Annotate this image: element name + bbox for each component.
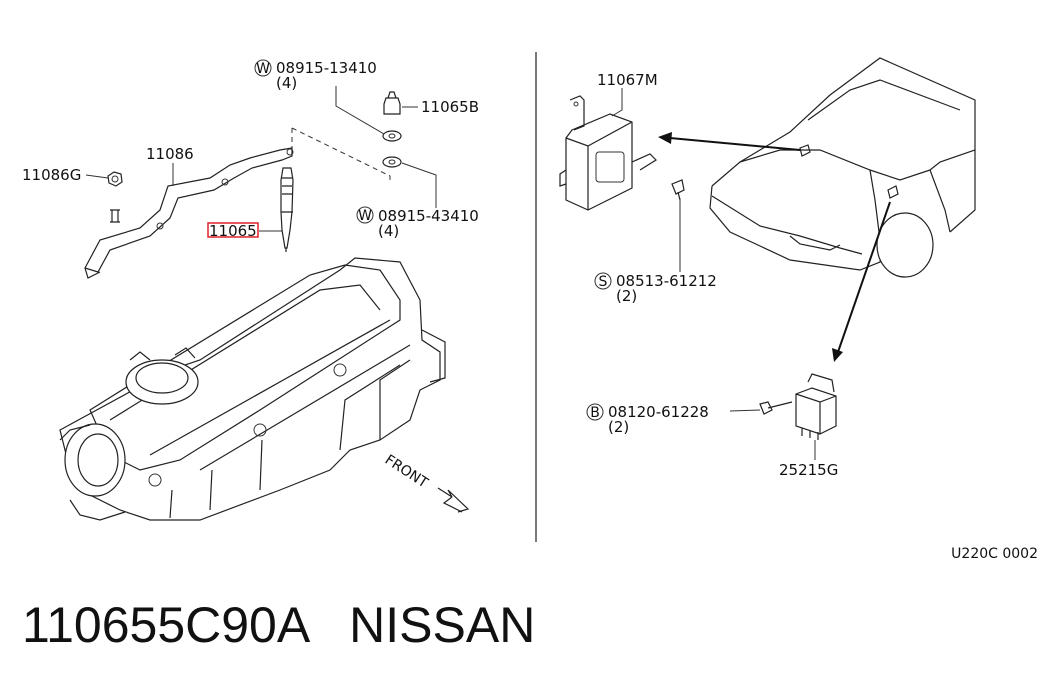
parts-diagram: W 08915-13410 (4) 11065B 11086 11086G 11… bbox=[22, 52, 1038, 560]
engine-valve-cover bbox=[59, 257, 446, 521]
svg-text:(4): (4) bbox=[276, 74, 297, 92]
washer-bottom bbox=[382, 156, 402, 168]
label-11067m: 11067M bbox=[597, 71, 658, 89]
svg-text:S: S bbox=[599, 274, 608, 290]
svg-text:B: B bbox=[590, 405, 600, 421]
label-11065b: 11065B bbox=[421, 98, 479, 116]
leader-11086g bbox=[85, 174, 109, 179]
svg-text:W: W bbox=[256, 61, 270, 77]
leader-washer-bottom bbox=[401, 162, 437, 208]
svg-text:08915-43410: 08915-43410 bbox=[378, 207, 479, 225]
label-11086: 11086 bbox=[146, 145, 194, 163]
svg-text:08513-61212: 08513-61212 bbox=[616, 272, 717, 290]
arrow-to-module bbox=[658, 132, 801, 151]
leader-11067m bbox=[611, 88, 623, 117]
part-caption: 110655C90A NISSAN bbox=[22, 596, 535, 654]
label-screw: S 08513-61212 (2) bbox=[594, 272, 717, 305]
screw-08513 bbox=[671, 179, 685, 201]
label-11065-highlighted: 11065 bbox=[207, 222, 259, 240]
glow-plug-11065 bbox=[280, 167, 294, 252]
svg-text:08120-61228: 08120-61228 bbox=[608, 403, 709, 421]
svg-text:(2): (2) bbox=[608, 418, 629, 436]
front-indicator: FRONT bbox=[382, 452, 470, 513]
leader-bolt bbox=[729, 409, 761, 412]
svg-text:11065: 11065 bbox=[209, 222, 257, 240]
label-washer-bottom: W 08915-43410 (4) bbox=[356, 206, 479, 240]
washer-top bbox=[382, 130, 402, 142]
assembly-dashed-line bbox=[291, 127, 391, 182]
arrow-to-relay bbox=[832, 201, 891, 362]
svg-text:08915-13410: 08915-13410 bbox=[276, 59, 377, 77]
svg-text:W: W bbox=[358, 208, 372, 224]
label-25215g: 25215G bbox=[779, 461, 838, 479]
leader-washer-top bbox=[335, 86, 385, 135]
relay-25215g bbox=[795, 373, 837, 440]
car-outline bbox=[709, 57, 976, 278]
caption-part-number: 110655C90A bbox=[22, 597, 308, 653]
nut-11065b bbox=[383, 91, 401, 115]
svg-text:(4): (4) bbox=[378, 222, 399, 240]
diagram-code: U220C 0002 bbox=[951, 546, 1038, 560]
caption-brand: NISSAN bbox=[349, 597, 536, 653]
svg-text:FRONT: FRONT bbox=[382, 452, 431, 492]
label-11086g: 11086G bbox=[22, 166, 81, 184]
control-module-11067m bbox=[559, 95, 657, 211]
label-washer-top: W 08915-13410 (4) bbox=[254, 59, 377, 92]
label-bolt: B 08120-61228 (2) bbox=[586, 403, 709, 436]
bolt-08120 bbox=[759, 401, 793, 415]
bracket-11086 bbox=[84, 147, 294, 279]
svg-text:(2): (2) bbox=[616, 287, 637, 305]
